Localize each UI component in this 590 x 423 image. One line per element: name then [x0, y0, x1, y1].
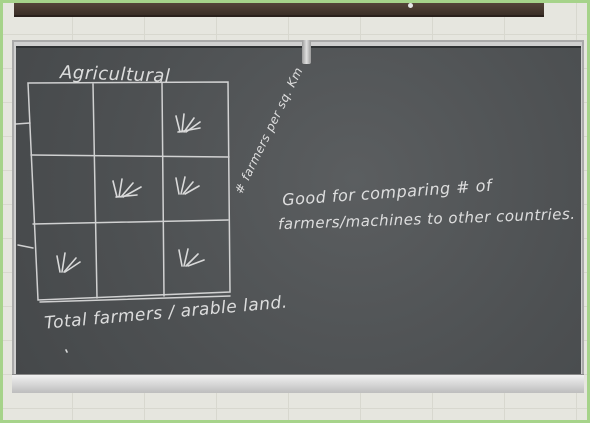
- mark-mid-right: [175, 176, 200, 195]
- mark-bottom-right: [178, 248, 205, 267]
- mark-top-right: [175, 113, 201, 133]
- chalk-title: Agricultural: [59, 62, 171, 87]
- map-clip: [302, 40, 311, 64]
- grid-hline-2: [32, 219, 229, 225]
- mark-mid-center: [112, 178, 142, 198]
- chalk-dot: [65, 349, 68, 353]
- grid-outline: [27, 81, 231, 301]
- grid-vline-1: [92, 83, 98, 299]
- rail-knob: [408, 3, 413, 8]
- mark-bottom-left: [56, 252, 81, 273]
- grid-hline-1: [30, 154, 230, 158]
- map-rail: [14, 0, 544, 17]
- chalkboard: [16, 46, 581, 378]
- grid-vline-2: [161, 82, 165, 297]
- chalk-tray: [12, 374, 584, 393]
